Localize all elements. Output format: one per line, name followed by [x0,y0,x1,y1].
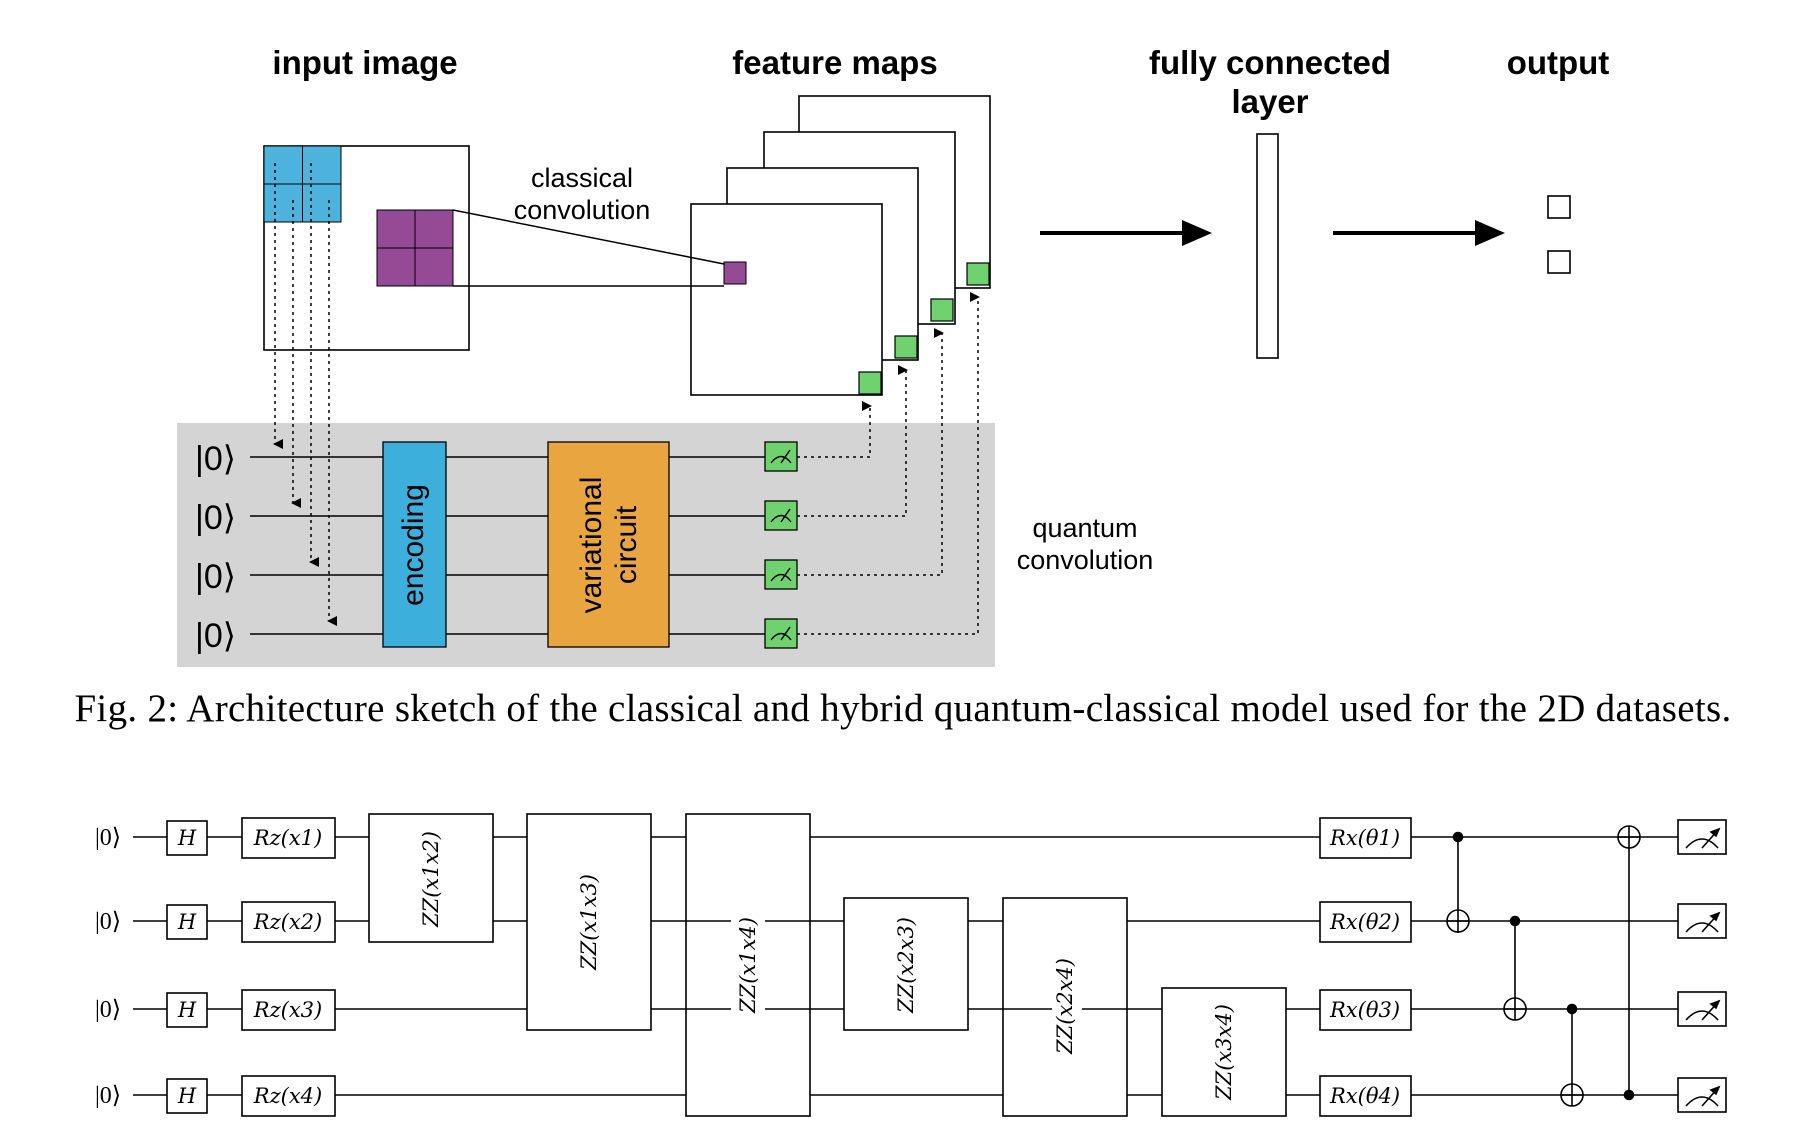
svg-text:H: H [177,910,197,934]
output-node-1 [1547,195,1571,219]
zz-gate: ZZ(x1x4) [685,813,811,1117]
measurement-icon [764,500,798,531]
header-fully-connected: fully connected [1149,44,1391,81]
rz-gate: Rz(x4) [241,1075,336,1117]
classical-convolution-label-2: convolution [514,195,651,225]
feature-pixel-2 [894,335,918,359]
hadamard-gate: H [166,1078,208,1114]
feature-pixel-classical [723,261,747,285]
classical-convolution-label: classical [531,163,633,193]
rx-gate: Rx(θ3) [1319,989,1412,1031]
measurement-icon [764,441,798,472]
architecture-diagram: input image feature maps fully connected… [177,44,1610,667]
cnot-gate [1617,825,1641,1101]
input-data-lines [273,163,337,626]
svg-text:ZZ(x1x3): ZZ(x1x3) [577,874,601,971]
quantum-output-lines [797,292,980,635]
rx-gate: Rx(θ4) [1319,1075,1412,1117]
header-fully-connected-layer: layer [1231,83,1308,120]
svg-text:ZZ(x1x4): ZZ(x1x4) [736,917,760,1014]
rz-gate: Rz(x2) [241,901,336,943]
quantum-convolution-label-2: convolution [1017,545,1154,575]
variational-label: variational [575,477,608,614]
zz-gate: ZZ(x2x3) [843,897,969,1031]
fully-connected-layer [1256,133,1279,359]
classical-kernel [376,209,454,287]
rz-gate: Rz(x3) [241,989,336,1031]
encoding-label: encoding [397,484,430,606]
quantum-convolution-label: quantum [1032,513,1137,543]
meter-icon [1677,819,1727,855]
zz-gate: ZZ(x3x4) [1161,987,1287,1117]
figure-caption: Fig. 2: Architecture sketch of the class… [74,687,1732,730]
svg-text:Rz(x3): Rz(x3) [253,998,322,1022]
header-input-image: input image [272,44,457,81]
qubit-wires [250,456,765,635]
qubit-label: |0⟩ [95,909,121,935]
measurement-icon [764,559,798,590]
cnot-gate [1560,1003,1584,1107]
meter-icon [1677,903,1727,939]
svg-text:ZZ(x2x3): ZZ(x2x3) [894,917,918,1014]
rz-gate: Rz(x1) [241,817,336,859]
input-patch [263,145,342,223]
header-feature-maps: feature maps [732,44,937,81]
cnot-gate [1503,915,1527,1021]
hadamard-gate: H [166,904,208,940]
variational-label-2: circuit [610,505,643,584]
feature-pixel-4 [966,262,990,286]
qubit-label: |0⟩ [95,825,121,851]
svg-text:H: H [177,1084,197,1108]
encoding-block [382,441,447,648]
feature-map-1 [690,203,883,396]
svg-text:Rz(x1): Rz(x1) [253,826,322,850]
hadamard-gate: H [166,820,208,856]
qubit-label: |0⟩ [195,558,236,596]
measurement-icon [764,618,798,649]
svg-text:ZZ(x3x4): ZZ(x3x4) [1212,1004,1236,1101]
svg-text:ZZ(x2x4): ZZ(x2x4) [1053,958,1077,1055]
svg-text:ZZ(x1x2): ZZ(x1x2) [419,831,443,928]
feature-pixel-1 [858,371,882,395]
svg-text:Rx(θ3): Rx(θ3) [1329,998,1400,1022]
qubit-label: |0⟩ [95,1083,121,1109]
svg-text:Rz(x4): Rz(x4) [253,1084,322,1108]
qubit-label: |0⟩ [195,440,236,478]
meter-icon [1677,991,1727,1027]
svg-text:Rx(θ4): Rx(θ4) [1329,1084,1400,1108]
rx-gate: Rx(θ2) [1319,901,1412,943]
svg-text:Rz(x2): Rz(x2) [253,910,322,934]
cnot-gate [1446,831,1470,933]
quantum-circuit-diagram: |0⟩ |0⟩ |0⟩ |0⟩ H H H H Rz(x1) Rz(x2) Rz… [95,813,1727,1117]
hadamard-gate: H [166,992,208,1028]
qubit-label: |0⟩ [195,617,236,655]
output-node-2 [1547,250,1571,274]
svg-text:H: H [177,998,197,1022]
variational-circuit-block [547,441,670,648]
svg-text:H: H [177,826,197,850]
svg-text:Rx(θ1): Rx(θ1) [1329,826,1400,850]
qubit-label: |0⟩ [95,997,121,1023]
qubit-label: |0⟩ [195,499,236,537]
zz-gate: ZZ(x2x4) [1002,897,1128,1117]
zz-gate: ZZ(x1x3) [526,813,652,1031]
header-output: output [1507,44,1610,81]
zz-gate: ZZ(x1x2) [368,813,494,943]
svg-text:Rx(θ2): Rx(θ2) [1329,910,1400,934]
feature-pixel-3 [930,298,954,322]
rx-gate: Rx(θ1) [1319,817,1412,859]
meter-icon [1677,1077,1727,1113]
